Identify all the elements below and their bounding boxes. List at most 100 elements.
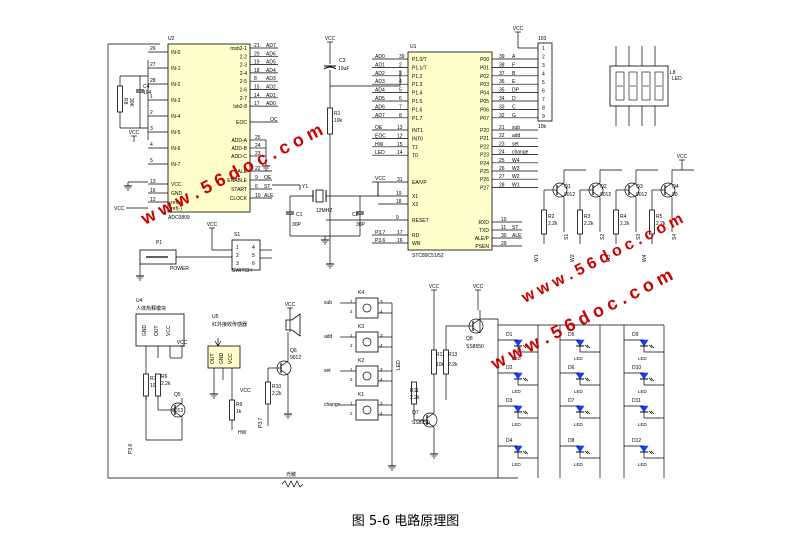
u1-pin-num: 39: [499, 54, 505, 60]
j103-value: 10k: [538, 124, 547, 130]
u1-pin-name: P02: [480, 74, 489, 80]
digit-resistor-1: [541, 209, 547, 235]
r8-value: 30K: [128, 98, 134, 108]
u1-pin-num: 23: [499, 141, 505, 147]
led-ref: D12: [632, 438, 641, 444]
j103-pin-num: 3: [542, 63, 545, 69]
digit-seg-label: S1: [564, 234, 570, 240]
led-ref: D8: [568, 438, 575, 444]
key-pin-num: 4: [380, 411, 383, 416]
buzzer-icon: [285, 313, 301, 337]
u1-pin-num: 3: [399, 71, 402, 77]
u1-net-label: ALE: [512, 233, 522, 239]
u1-pin-num: 11: [501, 225, 506, 231]
u1-pin-name: P1.6: [412, 107, 423, 113]
u2-pin-num: 26: [150, 46, 156, 52]
r13-value: 2.2k: [448, 362, 458, 368]
y1-ref: Y1: [302, 184, 308, 190]
u5-pin-name: GND: [219, 353, 225, 365]
led-ref: D2: [506, 365, 513, 371]
led-icon: [575, 372, 585, 380]
u1-pin-num: 38: [499, 62, 505, 68]
u5-pin-name: OUT: [210, 353, 216, 364]
wire: [664, 182, 673, 189]
u1-net-label: AD1: [375, 62, 385, 68]
key-pin-num: 3: [380, 401, 383, 406]
u1-pin-num: 21: [499, 125, 505, 131]
u1-pin-name: P1.5: [412, 99, 423, 105]
r11-value: 2.2k: [410, 395, 420, 401]
u2-net-label: AD5: [266, 60, 276, 66]
led-icon: [575, 339, 585, 347]
wire: [556, 182, 565, 189]
wire: [426, 421, 435, 428]
y1-crystal: [315, 189, 324, 203]
u2-pin-num: 3: [150, 126, 153, 132]
u1-pin-num: 24: [499, 150, 505, 156]
u1-pin-name: P26: [480, 177, 489, 183]
u1-pin-name: T1: [412, 145, 418, 151]
wire: [522, 377, 527, 382]
key-net-label: sub: [324, 300, 332, 306]
j103-ref: 103: [538, 36, 547, 42]
led-label: LED: [512, 422, 522, 427]
led-label: LED: [638, 389, 648, 394]
u1-pin-num: 26: [499, 166, 505, 172]
s1-label: SWITCH: [232, 268, 252, 274]
u2-adc-chip: [167, 43, 251, 213]
c3-ref: C3: [339, 58, 346, 64]
key-button-icon: [362, 303, 372, 313]
u2-pin-name: ADD-C: [231, 154, 247, 160]
led-icon: [639, 372, 649, 380]
u2-pin-name: EOC: [236, 120, 247, 126]
vcc-label: VCC: [325, 36, 336, 42]
r10-resistor: [265, 381, 271, 405]
led-icon: [513, 405, 523, 413]
photoresistor-icon: [281, 480, 304, 488]
u1-net-label: LED: [375, 150, 385, 156]
u1-pin-num: 8: [399, 113, 402, 119]
key-pin-num: 4: [380, 377, 383, 382]
key-net-label: set: [324, 368, 331, 374]
u1-net-label: W4: [512, 158, 520, 164]
digit-r-ref: R3: [584, 214, 591, 220]
led-label: LED: [512, 389, 522, 394]
u1-pin-name: P03: [480, 82, 489, 88]
key-pin-num: 1: [350, 333, 353, 338]
vcc-label: VCC: [473, 284, 484, 290]
key-button-icon: [362, 371, 372, 381]
key-button-icon: [362, 405, 372, 415]
c4-ref: C4: [143, 84, 150, 90]
u1-pin-num: 9: [396, 215, 399, 221]
u1-pin-name: P21: [480, 136, 489, 142]
u2-pin-name: ADD-B: [231, 146, 247, 152]
u1-pin-name: P07: [480, 116, 489, 122]
u2-pin-num: 2: [150, 110, 153, 116]
u2-net-label: AD4: [266, 68, 276, 74]
u2-pin-name: VCC: [171, 182, 182, 188]
u2-net-label: AD0: [266, 101, 276, 107]
u1-pin-num: 12: [397, 133, 403, 139]
wire: [524, 450, 529, 455]
u4-pir-module: [135, 313, 185, 347]
j103-pin-num: 7: [542, 97, 545, 103]
wire: [628, 182, 637, 189]
led-label: LED: [574, 356, 584, 361]
u1-net-label: W1: [512, 182, 520, 188]
digit-r-ref: R4: [620, 214, 627, 220]
digit-seg-label: S4: [672, 234, 678, 240]
led7-ref: LED: [672, 76, 682, 82]
u1-pin-name: P05: [480, 99, 489, 105]
q7-ref: Q7: [412, 410, 419, 416]
u1-pin-name: P00: [480, 57, 489, 63]
u2-pin-name: lsb2-8: [233, 104, 247, 110]
wire: [648, 410, 653, 415]
u1-net-label: AD5: [375, 96, 385, 102]
wire: [584, 377, 589, 382]
u1-pin-num: 13: [397, 125, 403, 131]
digit-q-ref: Q3: [636, 184, 643, 190]
key-pin-num: 2: [350, 377, 353, 382]
j103-pin-num: 4: [542, 72, 545, 78]
wire: [426, 412, 435, 419]
wire: [664, 191, 673, 198]
